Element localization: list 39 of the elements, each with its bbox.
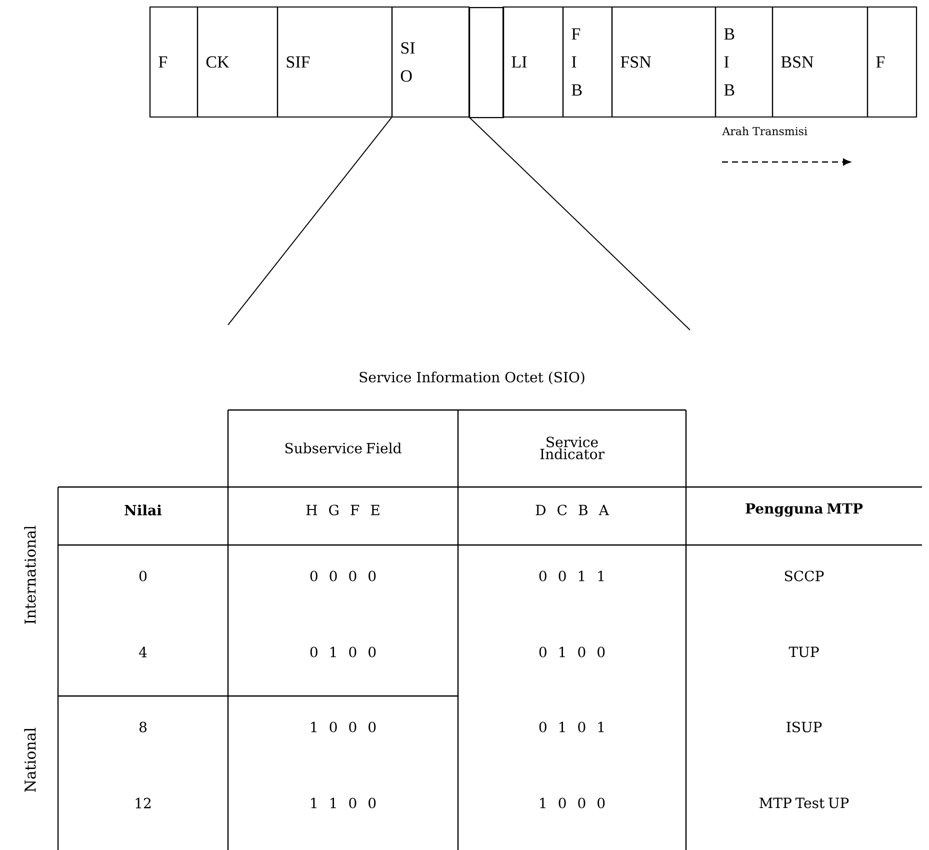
direction-label: Arah Transmisi [722, 126, 808, 136]
frame-field: B I B [714, 6, 774, 118]
frame-field: CK [196, 6, 278, 118]
frame-field: F I B [562, 6, 613, 118]
frame-field: SIF [276, 6, 393, 118]
column-header: H G F E [306, 504, 380, 516]
table-cell: 1 1 0 0 [311, 798, 376, 808]
table-cell: TUP [788, 646, 819, 658]
column-header: Subservice Field [285, 442, 402, 454]
zoom-line [468, 116, 690, 330]
frame-field: FSN [611, 6, 716, 118]
table-cell: 0 1 0 0 [310, 646, 376, 658]
table-cell: ISUP [786, 722, 822, 732]
table-cell: 8 [140, 722, 147, 732]
table-title: Service Information Octet (SIO) [360, 372, 584, 384]
table-cell: 12 [136, 798, 151, 808]
column-header: D C B A [536, 504, 610, 516]
table-cell: 0 [139, 570, 147, 582]
frame-field: BSN [772, 6, 868, 118]
table-cell: 0 0 1 1 [539, 570, 604, 582]
row-group-label: International [24, 526, 36, 624]
column-header: Pengguna MTP [746, 503, 863, 517]
frame-field: LI [502, 6, 564, 118]
frame-field [469, 7, 504, 118]
table-cell: 0 1 0 0 [539, 646, 605, 658]
frame-field: SI O [391, 6, 470, 118]
table-cell: 0 0 0 0 [310, 570, 376, 582]
table-cell: 1 0 0 0 [540, 798, 605, 808]
frame-field: F [866, 6, 918, 118]
table-cell: 0 1 0 1 [539, 722, 604, 732]
table-cell: 4 [138, 646, 147, 658]
row-group-label: National [24, 728, 36, 792]
table-cell: MTP Test UP [760, 798, 849, 808]
frame-field: F [149, 6, 198, 118]
table-cell: 1 0 0 0 [311, 722, 376, 732]
column-header: Nilai [124, 504, 162, 516]
zoom-line [228, 116, 392, 326]
table-cell: SCCP [784, 570, 824, 582]
column-header: Service Indicator [540, 436, 604, 460]
